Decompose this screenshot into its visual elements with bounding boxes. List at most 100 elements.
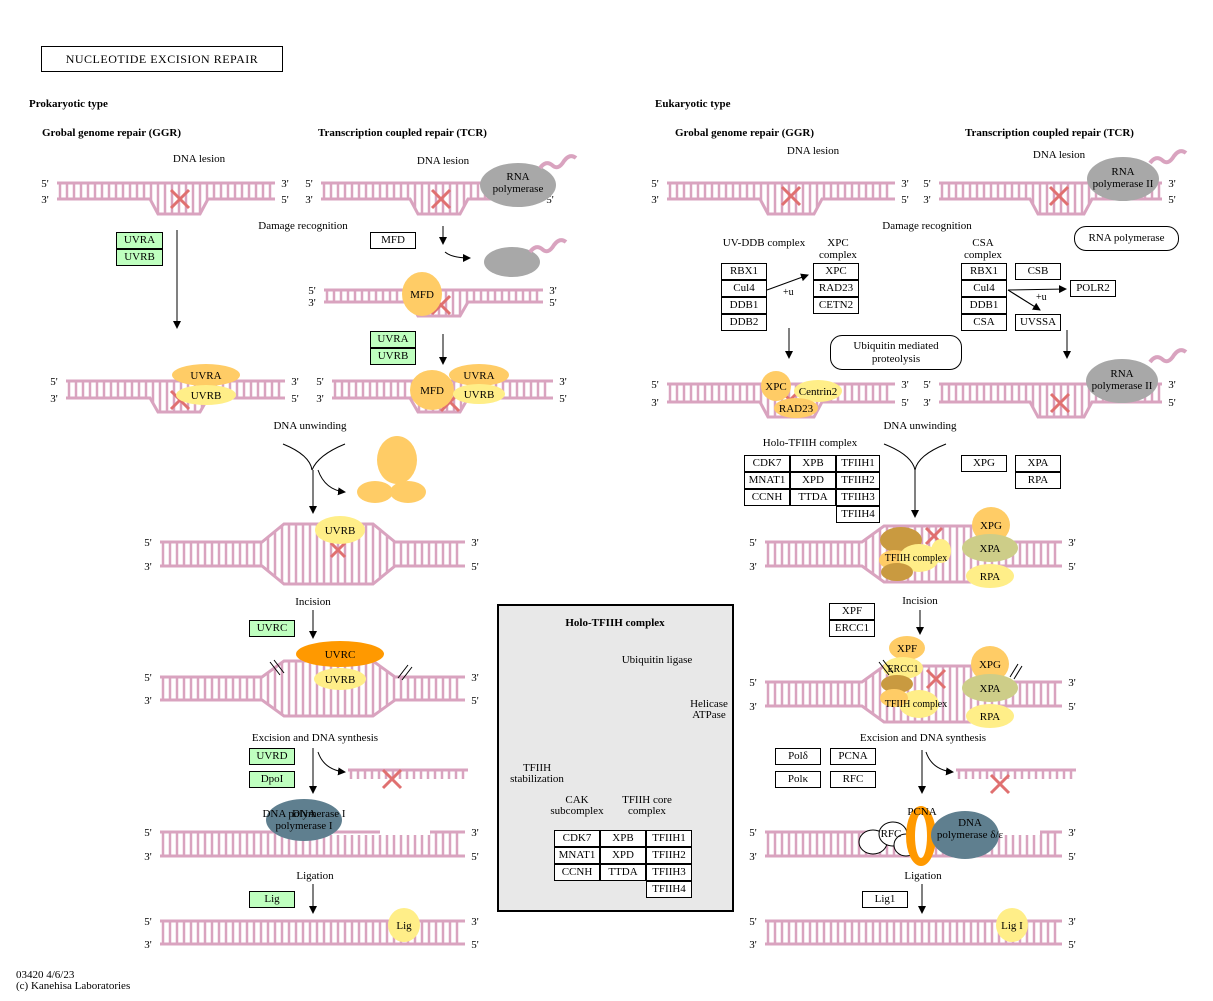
tfiih-part: [881, 675, 913, 693]
five-prime-end: 5': [1168, 194, 1176, 206]
gene-ttda[interactable]: TTDA: [790, 489, 836, 506]
gene-ccnh[interactable]: CCNH: [744, 489, 790, 506]
gene-uvra[interactable]: UVRA: [116, 232, 163, 249]
three-prime-end: 3': [308, 297, 316, 309]
gene-csb[interactable]: CSB: [1015, 263, 1061, 280]
five-prime-end: 5': [308, 285, 316, 297]
uvrb-protein-label: UVRB: [464, 389, 495, 401]
gene-rfc[interactable]: RFC: [830, 771, 876, 788]
gene-ddb2[interactable]: DDB2: [721, 314, 767, 331]
five-prime-end: 5': [144, 916, 152, 928]
connector: [883, 443, 916, 471]
gene-cdk7[interactable]: CDK7: [554, 830, 600, 847]
gene-uvssa[interactable]: UVSSA: [1015, 314, 1061, 331]
gene-uvra[interactable]: UVRA: [370, 331, 416, 348]
gene-ercc1[interactable]: ERCC1: [829, 620, 875, 637]
dna-strand-bottom: [939, 400, 1162, 419]
gene-polk[interactable]: Polκ: [775, 771, 821, 788]
gene-rpa[interactable]: RPA: [1015, 472, 1061, 489]
gene-xpb[interactable]: XPB: [600, 830, 646, 847]
label-cak-subcomplex: CAK subcomplex: [550, 794, 604, 817]
gene-polr2[interactable]: POLR2: [1070, 280, 1116, 297]
label-ligation: Ligation: [904, 870, 942, 882]
lesion-mark: [381, 768, 403, 790]
gene-xpd[interactable]: XPD: [790, 472, 836, 489]
gene-xpg[interactable]: XPG: [961, 455, 1007, 472]
gene-rbx1[interactable]: RBX1: [721, 263, 767, 280]
gene-tfiih4[interactable]: TFIIH4: [836, 506, 880, 523]
three-prime-end: 3': [144, 561, 152, 573]
rna-polymerase-ii-label-line: RNA: [1111, 166, 1134, 178]
three-prime-end: 3': [651, 194, 659, 206]
gene-uvrd[interactable]: UVRD: [249, 748, 295, 765]
gene-xpa[interactable]: XPA: [1015, 455, 1061, 472]
tfiih-part: [880, 689, 908, 707]
gene-cdk7[interactable]: CDK7: [744, 455, 790, 472]
gene-ttda[interactable]: TTDA: [600, 864, 646, 881]
gene-uvrc[interactable]: UVRC: [249, 620, 295, 637]
label-holo-tfiih: Holo-TFIIH complex: [762, 437, 858, 449]
prok-tcr-heading: Transcription coupled repair (TCR): [318, 127, 487, 139]
gene-pold[interactable]: Polδ: [775, 748, 821, 765]
gene-tfiih4[interactable]: TFIIH4: [646, 881, 692, 898]
gene-xpb[interactable]: XPB: [790, 455, 836, 472]
gene-tfiih3[interactable]: TFIIH3: [646, 864, 692, 881]
ubiquitin-proteolysis-box[interactable]: Ubiquitin mediated proteolysis: [830, 335, 962, 370]
gene-dpoi[interactable]: DpoI: [249, 771, 295, 788]
dna-polymerase-i: [266, 799, 342, 841]
gene-ddb1[interactable]: DDB1: [721, 297, 767, 314]
five-prime-end: 5': [305, 178, 313, 190]
holo-tfiih-panel: Holo-TFIIH complex Ubiquitin ligase Heli…: [497, 604, 734, 912]
rna-polymerase-label-line: polymerase: [493, 183, 544, 195]
uvrb-protein-label: UVRB: [325, 525, 356, 537]
label-dna-unwinding: DNA unwinding: [883, 420, 957, 432]
gene-tfiih2[interactable]: TFIIH2: [836, 472, 880, 489]
three-prime-end: 3': [1068, 677, 1076, 689]
five-prime-end: 5': [1068, 851, 1076, 863]
label-uv-ddb: UV-DDB complex: [722, 237, 806, 249]
gene-tfiih2[interactable]: TFIIH2: [646, 847, 692, 864]
gene-rad23[interactable]: RAD23: [813, 280, 859, 297]
three-prime-end: 3': [749, 561, 757, 573]
gene-cetn2[interactable]: CETN2: [813, 297, 859, 314]
rad23-protein: [774, 398, 818, 418]
three-prime-end: 3': [144, 695, 152, 707]
gene-pcna[interactable]: PCNA: [830, 748, 876, 765]
gene-mnat1[interactable]: MNAT1: [554, 847, 600, 864]
release-arrow: [317, 469, 346, 496]
lesion-mark: [169, 188, 191, 210]
gene-tfiih1[interactable]: TFIIH1: [836, 455, 880, 472]
gene-xpd[interactable]: XPD: [600, 847, 646, 864]
gene-tfiih1[interactable]: TFIIH1: [646, 830, 692, 847]
gene-cul4[interactable]: Cul4: [721, 280, 767, 297]
gene-xpf[interactable]: XPF: [829, 603, 875, 620]
gene-mfd[interactable]: MFD: [370, 232, 416, 249]
gene-uvrb[interactable]: UVRB: [370, 348, 416, 365]
tfiih-complex-label: TFIIH complex: [885, 553, 948, 564]
cut-mark: [269, 659, 413, 681]
gene-cul4[interactable]: Cul4: [961, 280, 1007, 297]
gene-uvrb[interactable]: UVRB: [116, 249, 163, 266]
dna-polymerase-de-label-line: polymerase δ/ε: [937, 829, 1004, 841]
dna-polymerase-i-label-line: polymerase I: [275, 820, 332, 832]
uvra-released: [377, 436, 417, 484]
gene-lig[interactable]: Lig: [249, 891, 295, 908]
five-prime-end: 5': [1068, 701, 1076, 713]
xpc-protein-label: XPC: [765, 381, 786, 393]
five-prime-end: 5': [471, 939, 479, 951]
gene-tfiih3[interactable]: TFIIH3: [836, 489, 880, 506]
gene-xpc[interactable]: XPC: [813, 263, 859, 280]
label-incision: Incision: [295, 596, 331, 608]
dna-polymerase-de: [931, 811, 999, 859]
gene-mnat1[interactable]: MNAT1: [744, 472, 790, 489]
three-prime-end: 3': [651, 397, 659, 409]
gene-lig1[interactable]: Lig1: [862, 891, 908, 908]
gene-csa[interactable]: CSA: [961, 314, 1007, 331]
uvra-protein-label: UVRA: [463, 370, 494, 382]
gene-ddb1[interactable]: DDB1: [961, 297, 1007, 314]
label-incision: Incision: [902, 595, 938, 607]
gene-rbx1[interactable]: RBX1: [961, 263, 1007, 280]
five-prime-end: 5': [901, 194, 909, 206]
gene-ccnh[interactable]: CCNH: [554, 864, 600, 881]
